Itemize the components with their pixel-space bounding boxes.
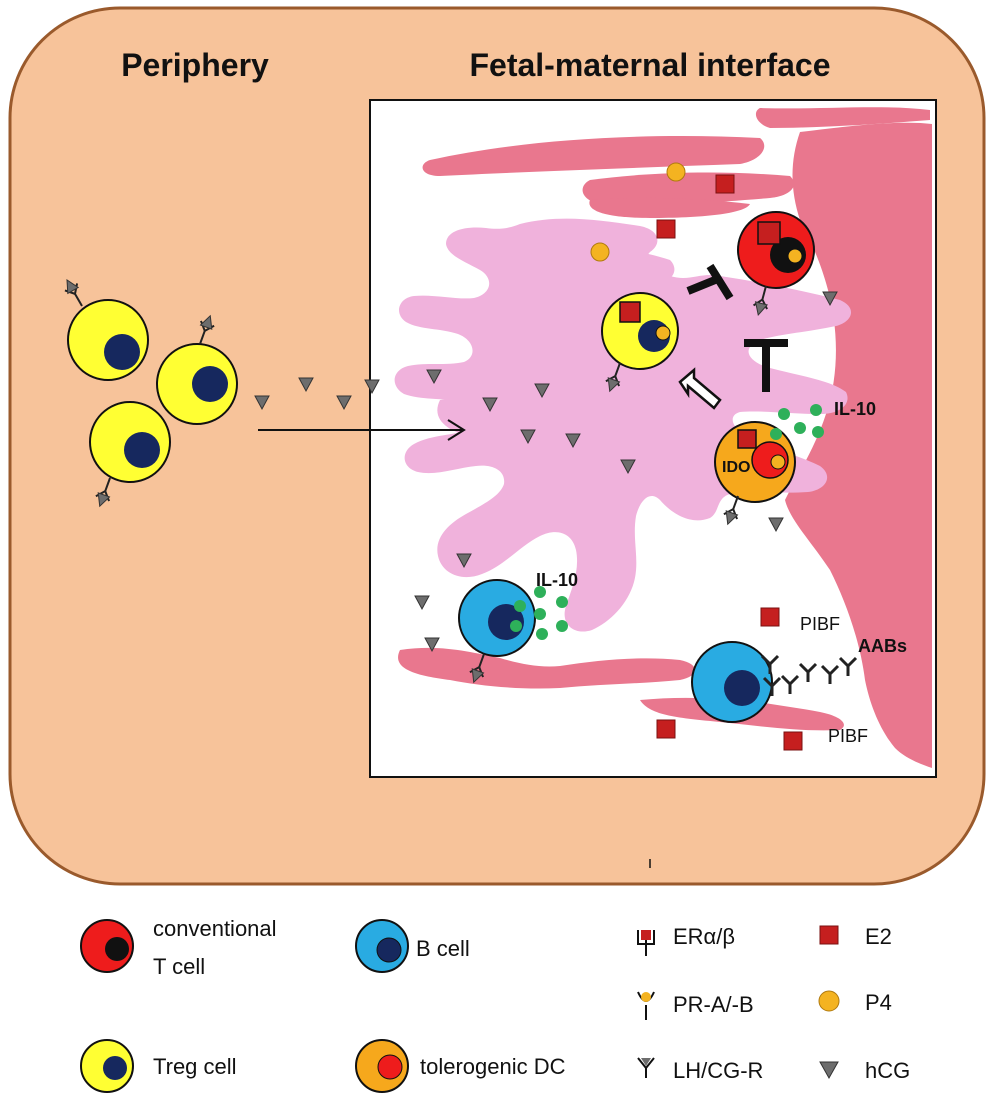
treg-cell-3 [89,401,171,483]
legend: conventional T cell Treg cell B cell tol… [80,916,910,1093]
legend-lhcgr-receptor: LH/CG-R [637,1057,763,1083]
il10-icon [536,628,548,640]
il10-dc-label: IL-10 [834,399,876,419]
e2-icon [783,731,803,751]
ido-label: IDO [722,459,750,476]
il10-icon [534,608,546,620]
legend-b-cell: B cell [355,919,470,973]
pibf-bottom-label: PIBF [828,726,868,746]
aabs-label: AABs [858,636,907,656]
legend-er-label: ERα/β [673,924,735,949]
legend-tolerogenic-dc: tolerogenic DC [355,1039,566,1093]
e2-icon [715,174,735,194]
treg-cell-interface [601,292,679,370]
il10-icon [556,620,568,632]
e2-icon [656,719,676,739]
tolerogenic-dc-interface [714,421,796,503]
legend-treg-label: Treg cell [153,1054,237,1079]
periphery-title: Periphery [121,47,269,83]
p4-icon [590,242,610,262]
legend-hcg-label: hCG [865,1058,910,1083]
legend-conventional-t-line2: T cell [153,954,205,979]
inhibition-treg-to-t [686,263,734,301]
interface-title: Fetal-maternal interface [469,47,830,83]
legend-p4: P4 [818,990,892,1015]
legend-pr-label: PR-A/-B [673,992,754,1017]
il10-icon [770,428,782,440]
conventional-t-cell-interface [737,211,815,289]
placental-villi [394,218,852,632]
legend-p4-label: P4 [865,990,892,1015]
legend-dc-label: tolerogenic DC [420,1054,566,1079]
legend-e2-label: E2 [865,924,892,949]
treg-cell-2 [156,343,238,425]
il10-icon [794,422,806,434]
e2-icon [656,219,676,239]
e2-icon [760,607,780,627]
legend-treg-cell: Treg cell [80,1039,237,1093]
il10-icon [778,408,790,420]
migration-arrow [258,419,466,441]
legend-conventional-t-line1: conventional [153,916,277,941]
legend-e2: E2 [819,924,892,949]
legend-bcell-label: B cell [416,936,470,961]
pibf-top-label: PIBF [800,614,840,634]
b-cell-aabs [691,641,773,723]
legend-hcg: hCG [819,1058,910,1083]
legend-er-receptor: ERα/β [637,924,735,956]
b-cell-il10 [458,579,536,657]
il10-icon [510,620,522,632]
il10-bcell-label: IL-10 [536,570,578,590]
induction-arrow [678,367,722,410]
il10-icon [556,596,568,608]
il10-icon [514,600,526,612]
treg-cell-1 [67,299,149,381]
inhibition-dc-to-t [744,339,788,392]
il10-icon [810,404,822,416]
legend-lhcgr-label: LH/CG-R [673,1058,763,1083]
legend-conventional-t-cell: conventional T cell [80,916,277,979]
legend-pr-receptor: PR-A/-B [637,991,754,1020]
p4-icon [666,162,686,182]
il10-icon [812,426,824,438]
